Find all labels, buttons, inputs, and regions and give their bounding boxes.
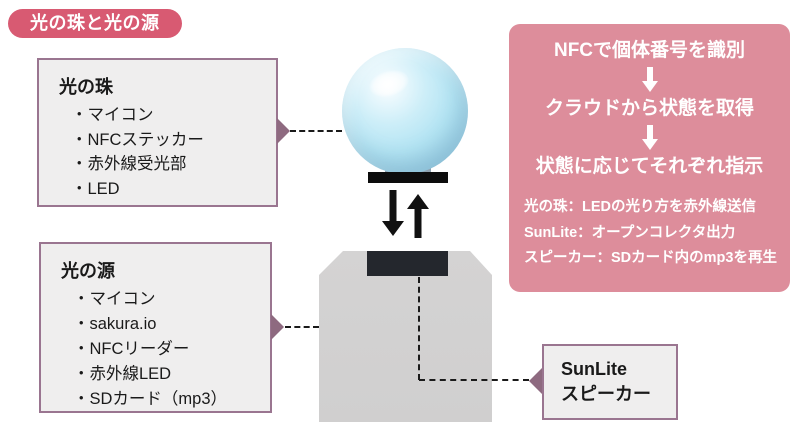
sunlite-label: SunLite — [561, 359, 627, 379]
connector-dashed-line — [418, 277, 420, 380]
list-item: ・NFCリーダー — [73, 340, 190, 358]
orb-box-items: ・マイコン ・NFCステッカー ・赤外線受光部 ・LED — [39, 103, 276, 201]
connector-arrowhead — [271, 314, 284, 340]
orb-box-title: 光の珠 — [59, 77, 113, 97]
down-arrow-icon — [641, 67, 658, 92]
connector-dashed-line — [290, 130, 342, 132]
connector-dashed-line — [285, 326, 319, 328]
crystal-orb — [342, 48, 468, 174]
connector-dashed-line — [419, 379, 529, 381]
connector-arrowhead — [277, 118, 290, 144]
flow-panel: NFCで個体番号を識別 クラウドから状態を取得 状態に応じてそれぞれ指示 光の珠… — [509, 24, 790, 292]
source-components-box: 光の源 ・マイコン ・sakura.io ・NFCリーダー ・赤外線LED ・S… — [39, 242, 272, 413]
source-box-title: 光の源 — [61, 261, 115, 281]
list-item: ・赤外線受光部 — [71, 155, 187, 173]
list-item: ・sakura.io — [73, 315, 157, 333]
down-arrow-icon — [382, 190, 404, 236]
nfc-reader-pad — [367, 251, 448, 276]
detail-line: SunLite：オープンコレクタ出力 — [524, 224, 736, 241]
up-arrow-icon — [407, 194, 429, 238]
sunlite-speaker-box: SunLite スピーカー — [542, 344, 678, 420]
pedestal — [319, 251, 492, 422]
list-item: ・NFCステッカー — [71, 130, 204, 149]
detail-line: 光の珠：LEDの光り方を赤外線送信 — [524, 199, 756, 215]
speaker-label: スピーカー — [561, 384, 651, 404]
orb-base-bar — [368, 172, 448, 183]
flow-step: 状態に応じてそれぞれ指示 — [535, 156, 764, 177]
list-item: ・マイコン — [71, 106, 154, 124]
detail-line: スピーカー：SDカード内のmp3を再生 — [524, 250, 777, 266]
list-item: ・赤外線LED — [73, 365, 172, 383]
list-item: ・LED — [71, 179, 120, 198]
down-arrow-icon — [641, 125, 658, 150]
flow-step: クラウドから状態を取得 — [544, 98, 754, 119]
list-item: ・SDカード（mp3） — [73, 390, 228, 408]
list-item: ・マイコン — [73, 290, 156, 308]
exchange-arrows — [382, 190, 429, 238]
source-box-items: ・マイコン ・sakura.io ・NFCリーダー ・赤外線LED ・SDカード… — [41, 287, 270, 412]
connector-arrowhead — [529, 368, 542, 394]
orb-components-box: 光の珠 ・マイコン ・NFCステッカー ・赤外線受光部 ・LED — [37, 58, 278, 207]
flow-details: 光の珠：LEDの光り方を赤外線送信 SunLite：オープンコレクタ出力 スピー… — [509, 178, 790, 272]
title-badge: 光の珠と光の源 — [8, 9, 182, 38]
flow-step: NFCで個体番号を識別 — [553, 40, 746, 61]
